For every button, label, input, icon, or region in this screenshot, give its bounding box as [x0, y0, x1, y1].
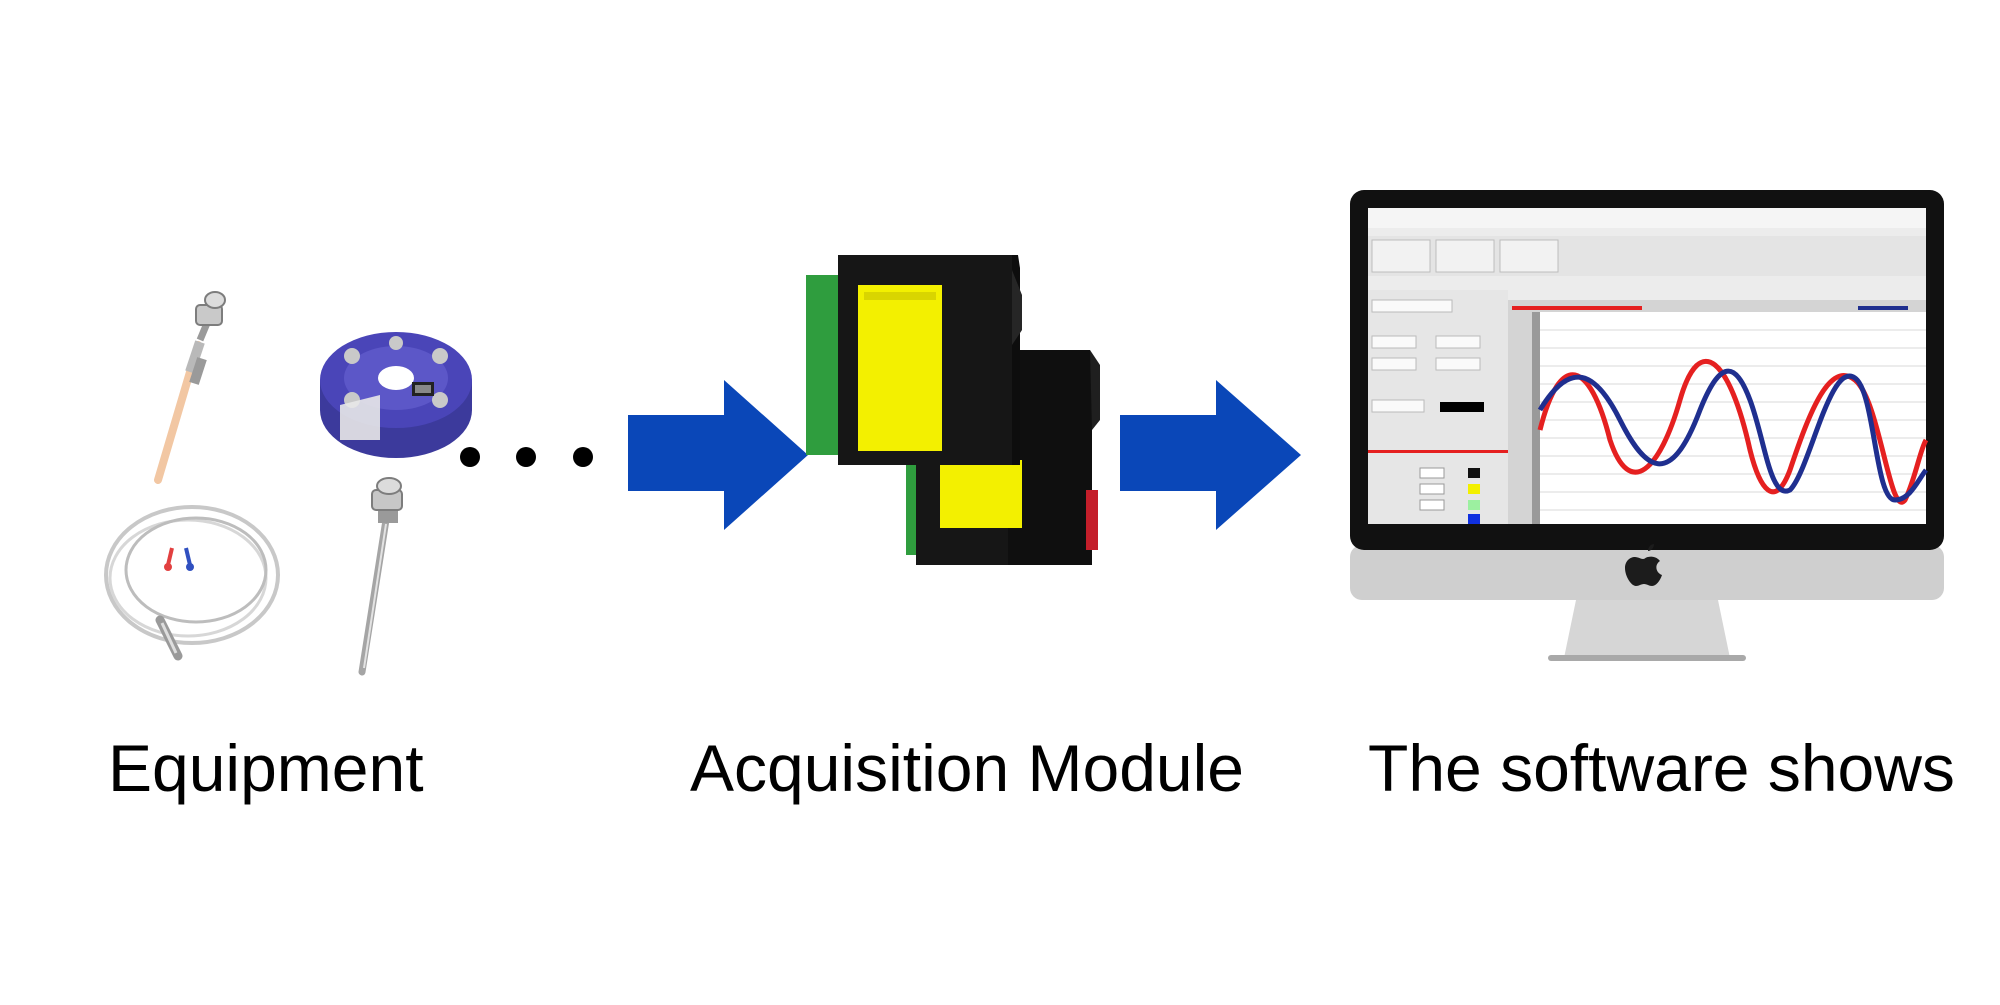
software-screen [1368, 208, 1926, 524]
temperature-transmitter-icon [320, 332, 472, 458]
acquisition-module-front [806, 255, 1022, 465]
software-caption: The software shows [1368, 730, 1955, 806]
equipment-caption: Equipment [108, 730, 424, 806]
thermocouple-probe-icon [158, 292, 225, 480]
rtd-probe-icon [362, 478, 402, 672]
monitor-icon [1350, 190, 1944, 661]
equipment-group [106, 292, 593, 672]
rtd-cable-sensor-icon [106, 507, 278, 656]
acquisition-module-icon [806, 255, 1100, 565]
flow-arrow-2 [1120, 380, 1301, 530]
ellipsis-icon [460, 447, 593, 467]
acquisition-module-caption: Acquisition Module [690, 730, 1244, 806]
flow-arrow-1 [628, 380, 808, 530]
